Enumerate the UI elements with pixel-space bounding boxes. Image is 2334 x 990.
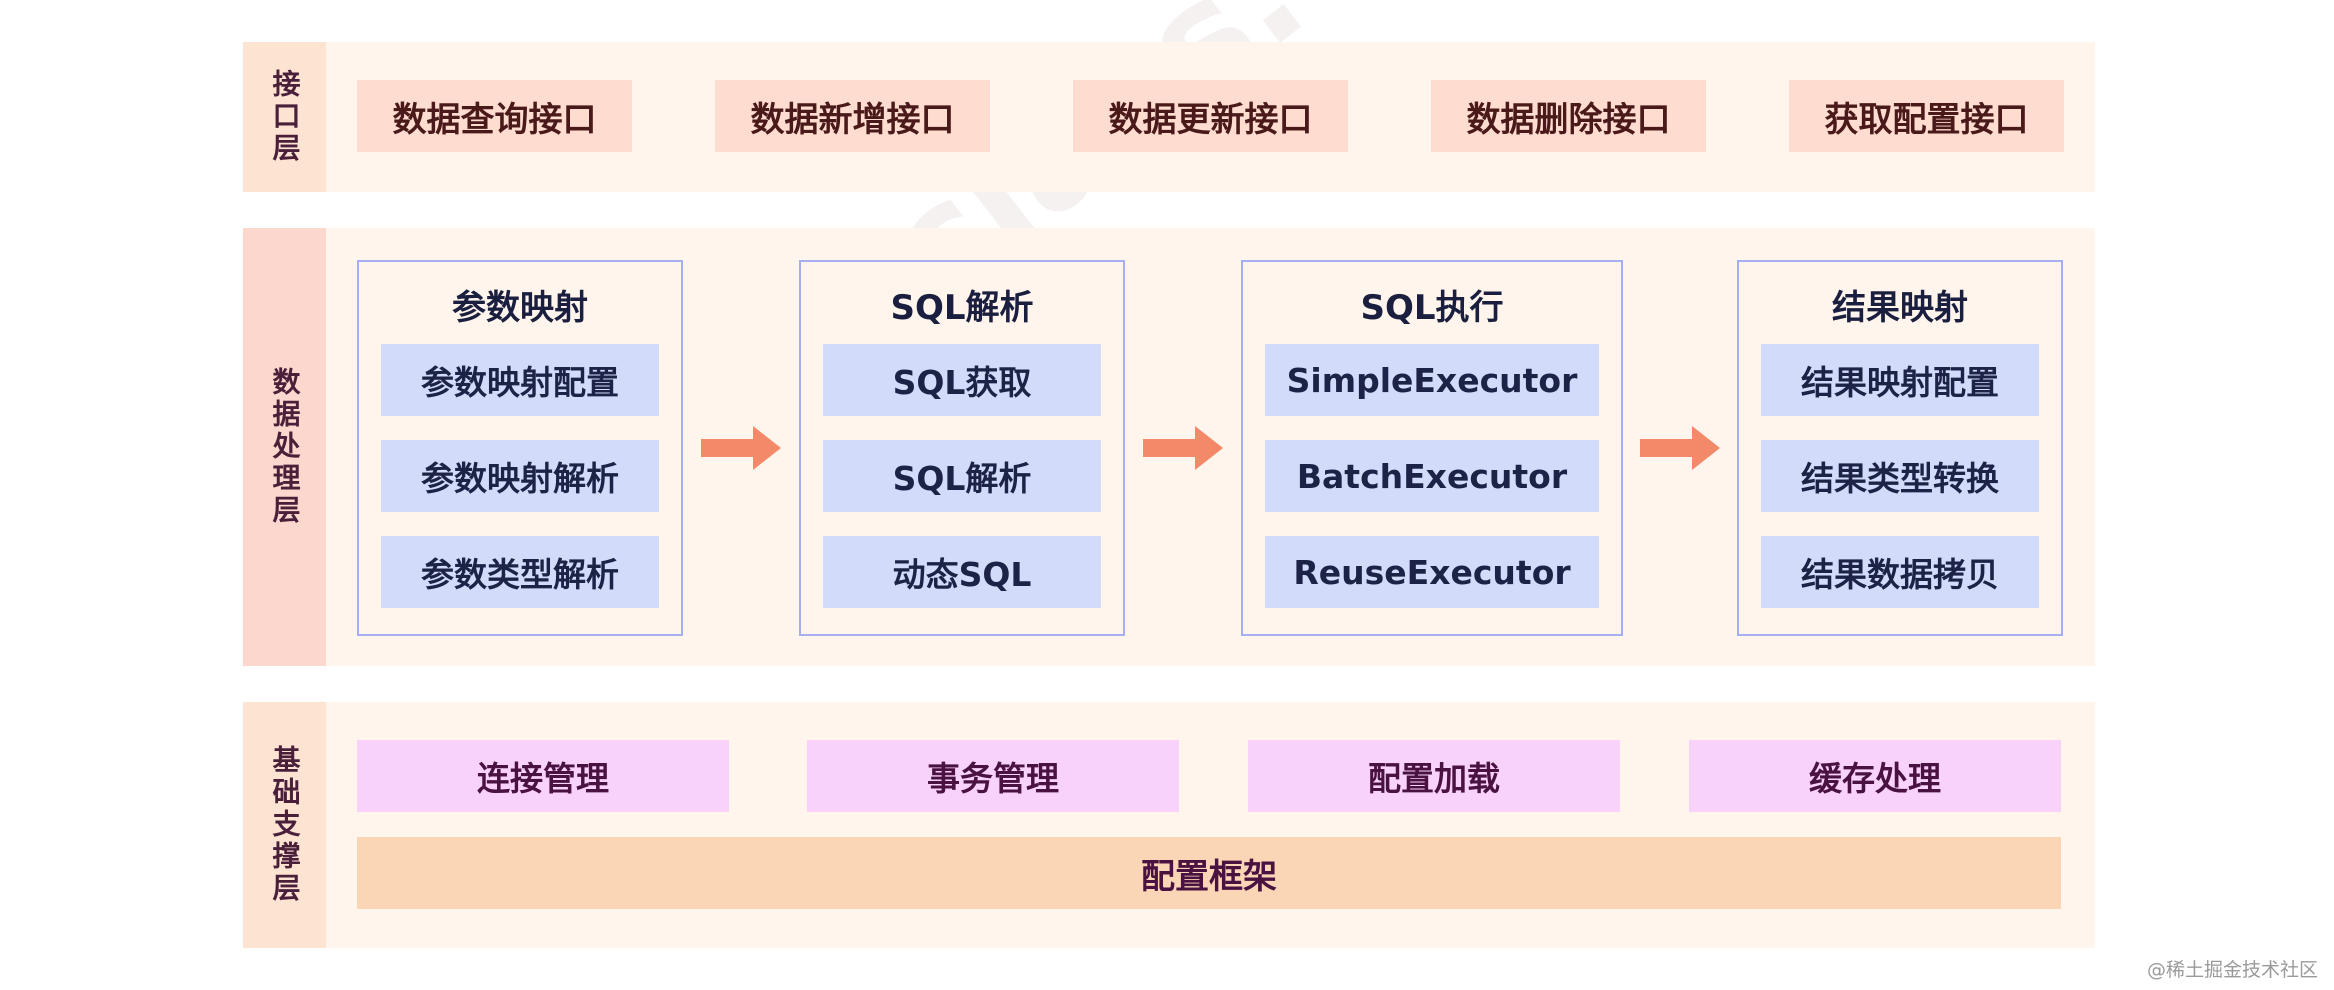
group-item: 结果类型转换 (1761, 440, 2039, 512)
arrow-shape (1143, 426, 1223, 470)
arrow-shape (1640, 426, 1720, 470)
group-title: 结果映射 (1832, 288, 1968, 328)
api-box-delete: 数据删除接口 (1431, 80, 1706, 152)
support-layer: 基础支撑层 连接管理 事务管理 配置加载 缓存处理 配置框架 (243, 702, 2095, 948)
support-box-config-loading: 配置加载 (1248, 740, 1620, 812)
group-item: 结果数据拷贝 (1761, 536, 2039, 608)
group-item: SQL解析 (823, 440, 1101, 512)
support-box-cache: 缓存处理 (1689, 740, 2061, 812)
processing-layer: 数据处理层 参数映射 参数映射配置 参数映射解析 参数类型解析 SQL解析 SQ… (243, 228, 2095, 666)
arrow-right-icon (1143, 426, 1223, 470)
api-layer-label-text: 接口层 (268, 69, 302, 165)
group-item: 参数类型解析 (381, 536, 659, 608)
support-layer-label: 基础支撑层 (243, 702, 326, 948)
group-item: 动态SQL (823, 536, 1101, 608)
support-layer-label-text: 基础支撑层 (268, 745, 302, 905)
group-item: BatchExecutor (1265, 440, 1599, 512)
arrow-right-icon (1640, 426, 1720, 470)
arrow-right-icon (701, 426, 781, 470)
framework-box: 配置框架 (357, 837, 2061, 909)
group-item: SimpleExecutor (1265, 344, 1599, 416)
api-layer-label: 接口层 (243, 42, 326, 192)
group-item: SQL获取 (823, 344, 1101, 416)
group-item: 参数映射配置 (381, 344, 659, 416)
api-box-config: 获取配置接口 (1789, 80, 2064, 152)
arrow-shape (701, 426, 781, 470)
group-title: 参数映射 (452, 288, 588, 328)
processing-layer-label: 数据处理层 (243, 228, 326, 666)
group-title: SQL执行 (1360, 288, 1504, 328)
api-layer: 接口层 数据查询接口 数据新增接口 数据更新接口 数据删除接口 获取配置接口 (243, 42, 2095, 192)
support-box-transaction: 事务管理 (807, 740, 1179, 812)
group-result-mapping: 结果映射 结果映射配置 结果类型转换 结果数据拷贝 (1737, 260, 2063, 636)
processing-layer-label-text: 数据处理层 (268, 367, 302, 527)
group-item: 结果映射配置 (1761, 344, 2039, 416)
support-box-connection: 连接管理 (357, 740, 729, 812)
group-sql-parsing: SQL解析 SQL获取 SQL解析 动态SQL (799, 260, 1125, 636)
api-box-insert: 数据新增接口 (715, 80, 990, 152)
footer-credit: @稀土掘金技术社区 (2146, 959, 2318, 981)
api-box-query: 数据查询接口 (357, 80, 632, 152)
group-title: SQL解析 (890, 288, 1034, 328)
group-sql-execution: SQL执行 SimpleExecutor BatchExecutor Reuse… (1241, 260, 1623, 636)
api-box-update: 数据更新接口 (1073, 80, 1348, 152)
group-item: ReuseExecutor (1265, 536, 1599, 608)
group-item: 参数映射解析 (381, 440, 659, 512)
group-parameter-mapping: 参数映射 参数映射配置 参数映射解析 参数类型解析 (357, 260, 683, 636)
